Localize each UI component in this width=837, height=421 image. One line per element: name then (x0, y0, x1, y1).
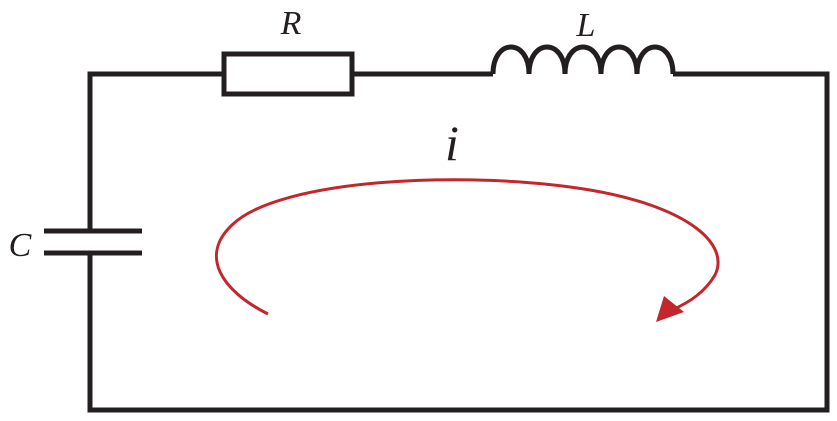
capacitor-icon (44, 228, 142, 256)
inductor-icon (490, 44, 676, 75)
top-left-wire (87, 71, 224, 231)
resistor-label: R (280, 5, 302, 42)
right-wire (87, 71, 830, 413)
current-label: i (445, 115, 459, 171)
current-arrow-icon (214, 178, 720, 322)
inductor-label: L (576, 7, 596, 44)
circuit-wires (87, 71, 830, 413)
capacitor-label: C (9, 227, 32, 264)
resistor-icon (221, 51, 355, 97)
